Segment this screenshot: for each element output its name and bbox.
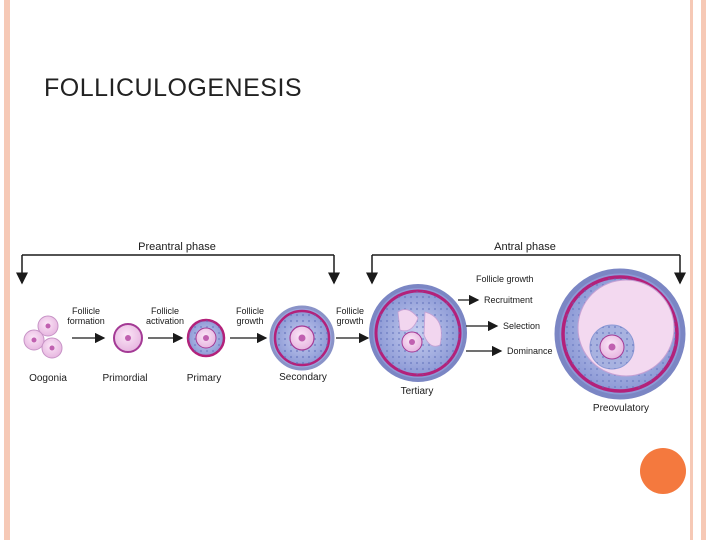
decorative-orange-dot: [640, 448, 686, 494]
transition-label-growth1-2: growth: [236, 316, 263, 326]
stage-label-secondary: Secondary: [279, 372, 327, 383]
stage-label-tertiary: Tertiary: [401, 386, 434, 397]
stage-label-primordial: Primordial: [102, 373, 147, 384]
antral-step-follicle-growth: Follicle growth: [476, 274, 534, 284]
antral-step-dominance: Dominance: [507, 346, 553, 356]
transition-label-growth2-2: growth: [336, 316, 363, 326]
page-title: FOLLICULOGENESIS: [44, 74, 303, 102]
transition-label-formation-2: formation: [67, 316, 105, 326]
stage-label-preovulatory: Preovulatory: [593, 403, 649, 414]
transition-label-growth1-1: Follicle: [236, 306, 264, 316]
antral-bracket: [366, 254, 686, 285]
transition-label-activation-1: Follicle: [151, 306, 179, 316]
secondary-follicle: [269, 305, 335, 371]
preantral-phase-label: Preantral phase: [138, 241, 216, 253]
tertiary-follicle: [369, 284, 467, 382]
preantral-bracket: [16, 254, 340, 285]
antral-phase-label: Antral phase: [494, 241, 556, 253]
stage-label-oogonia: Oogonia: [29, 373, 67, 384]
transition-label-growth2-1: Follicle: [336, 306, 364, 316]
slide-frame-right: [690, 0, 693, 540]
antral-step-recruitment: Recruitment: [484, 295, 533, 305]
oogonia-cells: [23, 315, 63, 359]
stage-label-primary: Primary: [187, 373, 221, 384]
primordial-follicle: [113, 323, 143, 353]
transition-label-activation-2: activation: [146, 316, 184, 326]
primary-follicle: [186, 318, 226, 358]
preovulatory-follicle: [554, 268, 686, 400]
slide-frame-left: [4, 0, 10, 540]
antral-step-selection: Selection: [503, 321, 540, 331]
transition-label-formation-1: Follicle: [72, 306, 100, 316]
slide-frame-right-outer: [701, 0, 706, 540]
